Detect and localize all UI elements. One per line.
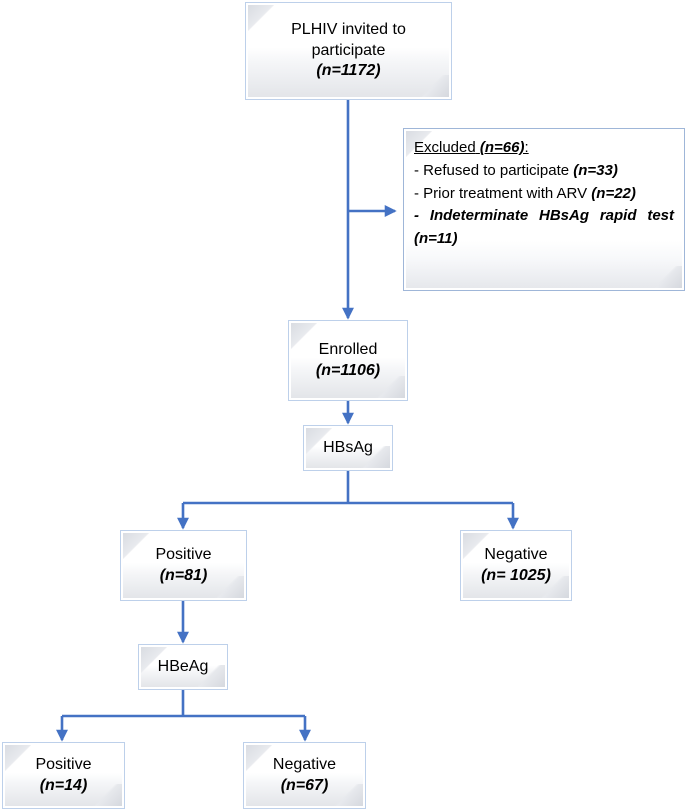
hbsag-negative-count: (n= 1025) xyxy=(481,566,551,584)
node-hbeag-positive[interactable]: Positive (n=14) xyxy=(2,742,125,809)
node-face: Positive (n=81) xyxy=(123,533,244,598)
node-text: Excluded (n=66): - Refused to participat… xyxy=(406,131,682,251)
hbeag-negative-label: Negative xyxy=(272,756,337,774)
node-text: Enrolled (n=1106) xyxy=(310,340,386,381)
node-text: Negative (n=67) xyxy=(267,755,342,796)
node-plhiv-invited[interactable]: PLHIV invited to participate (n=1172) xyxy=(245,2,452,100)
node-excluded[interactable]: Excluded (n=66): - Refused to participat… xyxy=(403,128,685,291)
node-face: Excluded (n=66): - Refused to participat… xyxy=(406,131,682,288)
node-text: Positive (n=81) xyxy=(149,545,217,586)
node-face: PLHIV invited to participate (n=1172) xyxy=(248,5,449,97)
excluded-heading: Excluded (n=66): xyxy=(414,137,674,160)
hbeag-negative-count: (n=67) xyxy=(280,776,329,794)
excluded-item-2-count: (n=22) xyxy=(591,184,636,202)
enrolled-label: Enrolled xyxy=(318,341,378,359)
node-hbeag-negative[interactable]: Negative (n=67) xyxy=(243,742,366,809)
node-face: Negative (n= 1025) xyxy=(463,533,569,598)
enrolled-count: (n=1106) xyxy=(315,361,381,379)
node-face: Positive (n=14) xyxy=(5,745,122,806)
node-face: Negative (n=67) xyxy=(246,745,363,806)
node-text: HBeAg xyxy=(152,659,215,675)
excluded-item-3: - Indeterminate HBsAg rapid test xyxy=(414,207,674,225)
node-enrolled[interactable]: Enrolled (n=1106) xyxy=(288,320,408,401)
node-face: HBeAg xyxy=(141,647,225,687)
excluded-heading-label: Excluded xyxy=(414,139,476,156)
excluded-item-2-label: - Prior treatment with ARV xyxy=(414,184,588,202)
excluded-heading-colon: : xyxy=(524,139,529,156)
excluded-item-1-label: - Refused to participate xyxy=(414,161,570,179)
node-hbeag[interactable]: HBeAg xyxy=(138,644,228,690)
node-hbsag[interactable]: HBsAg xyxy=(303,425,393,471)
invited-label-line2: participate xyxy=(311,41,386,59)
node-text: Negative (n= 1025) xyxy=(475,545,557,586)
node-face: HBsAg xyxy=(306,428,390,468)
node-text: PLHIV invited to participate (n=1172) xyxy=(285,20,412,81)
hbsag-label: HBsAg xyxy=(323,439,373,456)
hbeag-positive-count: (n=14) xyxy=(39,776,88,794)
node-hbsag-positive[interactable]: Positive (n=81) xyxy=(120,530,247,601)
node-hbsag-negative[interactable]: Negative (n= 1025) xyxy=(460,530,572,601)
node-text: HBsAg xyxy=(317,440,379,456)
excluded-item-2: - Prior treatment with ARV (n=22) xyxy=(414,183,674,206)
hbsag-positive-count: (n=81) xyxy=(159,566,208,584)
excluded-item-1: - Refused to participate (n=33) xyxy=(414,160,674,183)
hbsag-positive-label: Positive xyxy=(155,546,212,564)
node-text: Positive (n=14) xyxy=(29,755,97,796)
excluded-item-1-count: (n=33) xyxy=(573,161,618,179)
excluded-item-3-count: (n=11) xyxy=(414,230,458,248)
hbsag-negative-label: Negative xyxy=(484,546,548,564)
invited-label-line1: PLHIV invited to xyxy=(291,21,406,39)
invited-count: (n=1172) xyxy=(316,62,381,80)
hbeag-label: HBeAg xyxy=(157,658,209,675)
excluded-heading-count: (n=66) xyxy=(479,139,525,156)
node-face: Enrolled (n=1106) xyxy=(291,323,405,398)
hbeag-positive-label: Positive xyxy=(35,756,92,774)
